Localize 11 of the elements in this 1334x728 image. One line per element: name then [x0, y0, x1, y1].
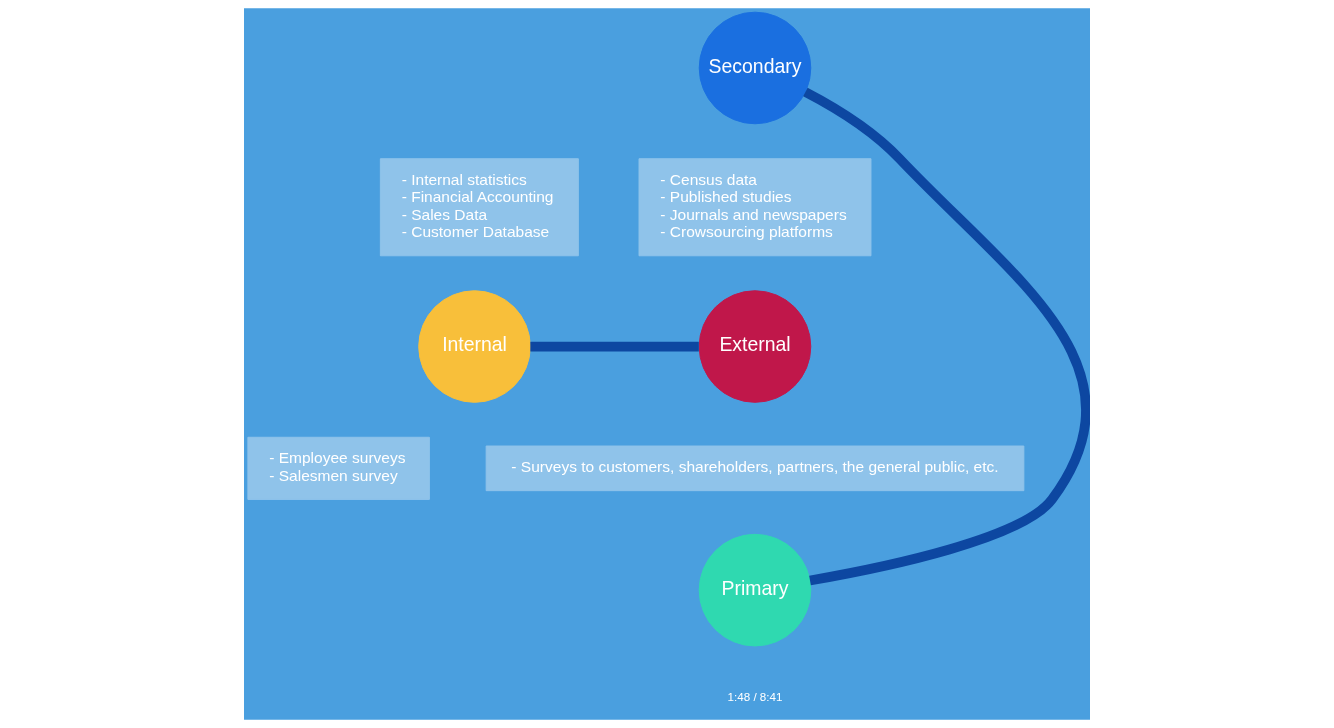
label: 1:48 / 8:41 [727, 690, 783, 704]
node-box: - Census data - Published studies - Journals and newspapers - Crowsourcing platforms [638, 158, 872, 257]
node-circle: Internal [418, 290, 531, 403]
connector [803, 87, 1090, 586]
node-circle: Primary [698, 533, 812, 647]
node-box: - Surveys to customers, shareholders, partners, the general public, etc. [485, 445, 1025, 492]
connector [530, 341, 699, 352]
node-circle: External [698, 290, 812, 403]
node-box: - Internal statistics - Financial Accounting - Sales Data - Customer Database [379, 158, 579, 257]
node-circle: Secondary [698, 11, 812, 125]
node-box: - Employee surveys - Salesmen survey [247, 436, 430, 500]
